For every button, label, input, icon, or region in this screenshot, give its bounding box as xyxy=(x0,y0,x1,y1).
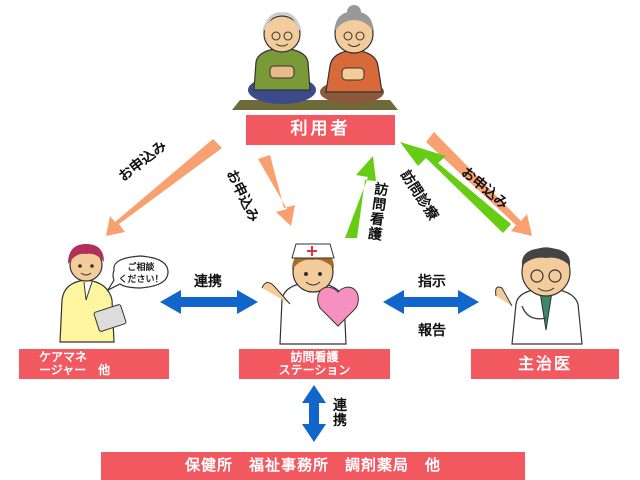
arrow-visit-nursing xyxy=(345,156,376,238)
node-doctor-label: 主治医 xyxy=(517,353,572,373)
arrow-apply-to-station xyxy=(258,155,295,226)
speech-bubble xyxy=(106,255,169,292)
grandfather-figure xyxy=(248,12,316,104)
doctor-illustration xyxy=(495,247,583,345)
elderly-couple-illustration xyxy=(232,5,398,110)
arrow-apply-to-doctor xyxy=(426,132,532,236)
arrow-visit-medical xyxy=(400,142,511,233)
node-partners-label: 保健所 福祉事務所 調剤薬局 他 xyxy=(184,456,441,475)
node-station-line1: 訪問看護 xyxy=(290,350,339,365)
node-care-manager-line1: ケアマネ xyxy=(39,350,88,365)
arrow-apply-to-care-manager xyxy=(106,139,222,236)
arrow-instruction-report xyxy=(383,290,479,314)
edge-label-instruction: 指示 xyxy=(418,274,446,290)
nurse-illustration xyxy=(261,243,359,345)
node-partners: 保健所 福祉事務所 調剤薬局 他 xyxy=(101,452,525,480)
node-station: 訪問看護 ステーション xyxy=(239,349,390,379)
edge-label-cooperation-left: 連携 xyxy=(194,274,222,290)
arrow-cooperation-care-station xyxy=(160,290,258,314)
node-care-manager: ケアマネ ージャー 他 xyxy=(19,349,169,379)
speech-bubble-line2: ください！ xyxy=(118,274,163,285)
node-user: 利用者 xyxy=(246,115,395,145)
arrow-cooperation-station-bottom xyxy=(302,385,326,442)
care-manager-illustration xyxy=(59,244,127,343)
node-station-line2: ステーション xyxy=(278,363,351,377)
grandmother-figure xyxy=(320,5,384,104)
node-doctor: 主治医 xyxy=(471,349,619,379)
node-user-label: 利用者 xyxy=(290,119,351,140)
edge-label-cooperation-bottom: 連携 xyxy=(333,398,347,429)
speech-bubble-line1: ご相談 xyxy=(127,261,155,273)
edge-label-report: 報告 xyxy=(418,323,446,339)
node-care-manager-line2: ージャー 他 xyxy=(39,363,111,377)
